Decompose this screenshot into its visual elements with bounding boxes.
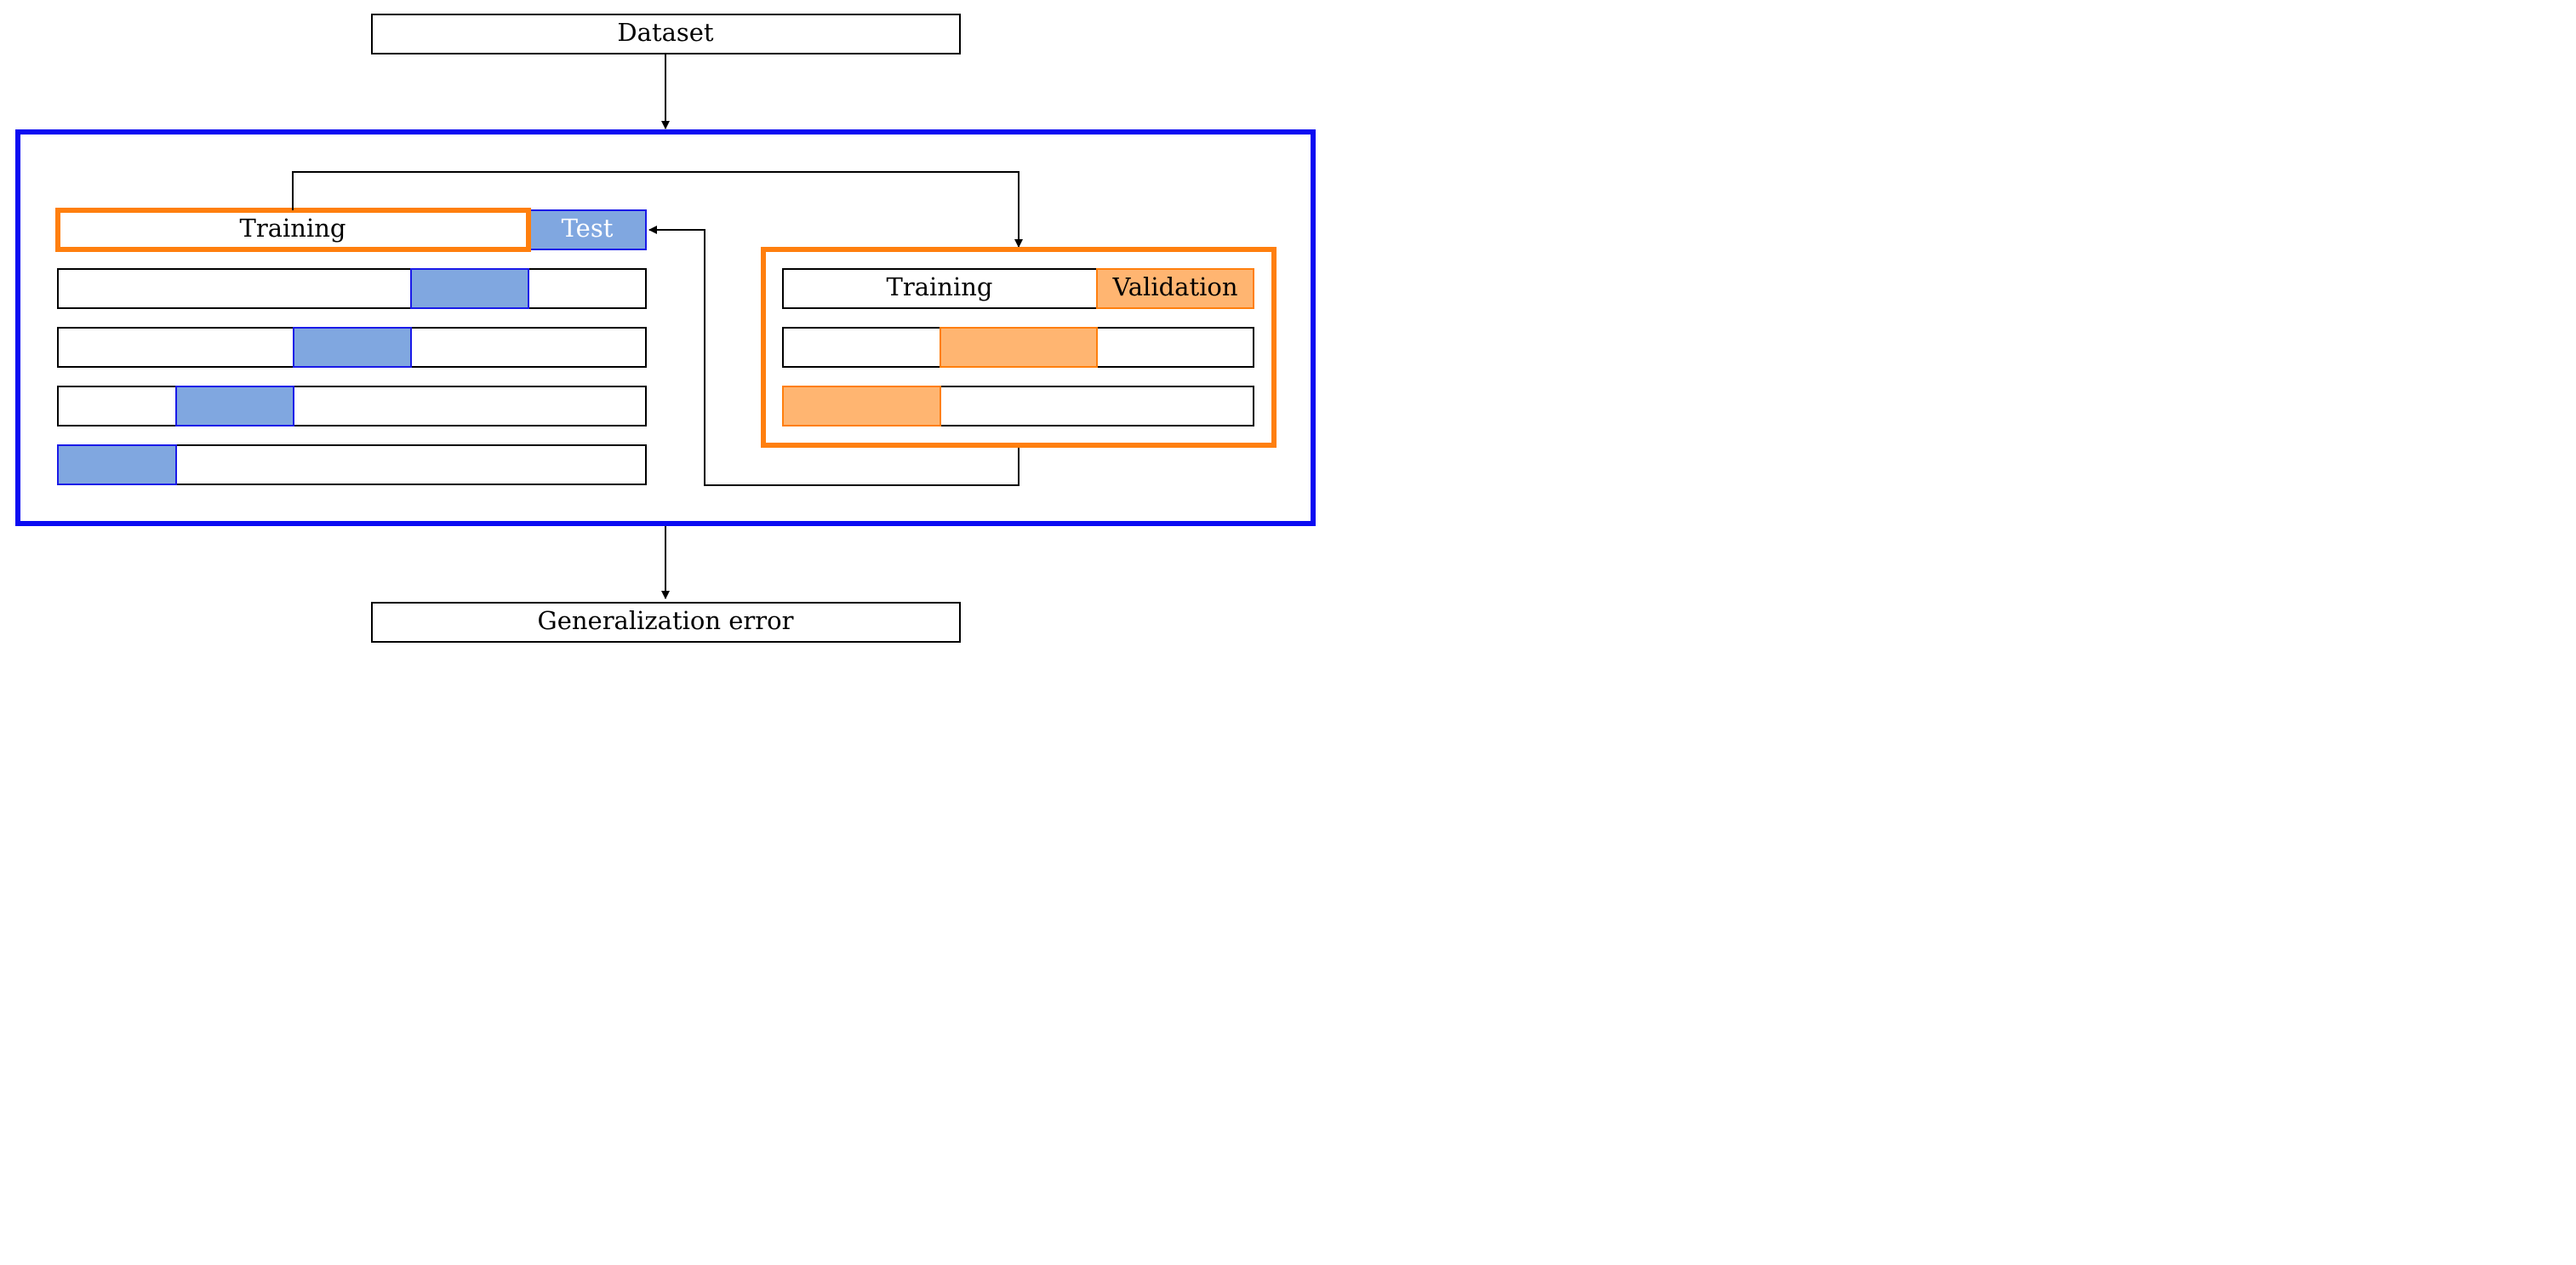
dataset-box: Dataset	[371, 14, 961, 54]
outer-row	[57, 444, 647, 485]
outer-row	[57, 327, 647, 368]
outer-test-fold	[293, 327, 412, 368]
arrow-training-to-inner	[292, 171, 1023, 248]
generalization-error-box: Generalization error	[371, 602, 961, 643]
inner-validation-fold	[782, 386, 941, 426]
generalization-error-label: Generalization error	[538, 606, 794, 635]
outer-training-label: Training	[240, 214, 346, 243]
inner-validation-fold	[940, 327, 1098, 368]
outer-row	[57, 386, 647, 426]
inner-validation-fold	[1096, 268, 1254, 309]
outer-loop-container	[15, 129, 1316, 526]
outer-cv-rows: Training Test	[55, 208, 647, 485]
dataset-label: Dataset	[617, 18, 714, 47]
inner-row	[782, 386, 1254, 426]
outer-test-fold	[175, 386, 294, 426]
inner-cv-rows: Training Validation	[782, 268, 1254, 426]
outer-test-label: Test	[562, 214, 614, 243]
outer-test-fold	[528, 209, 647, 250]
arrow-inner-to-test	[648, 226, 1020, 486]
inner-row	[782, 327, 1254, 368]
inner-training-label: Training	[887, 272, 993, 301]
outer-row	[57, 268, 647, 309]
outer-test-fold	[57, 444, 177, 485]
nested-cv-diagram: Dataset Training Test	[15, 14, 1316, 643]
inner-row-first: Training Validation	[782, 268, 1254, 309]
outer-row-first: Training Test	[55, 208, 647, 252]
inner-loop-container	[761, 247, 1277, 448]
outer-test-fold	[410, 268, 529, 309]
inner-validation-label: Validation	[1111, 272, 1237, 301]
